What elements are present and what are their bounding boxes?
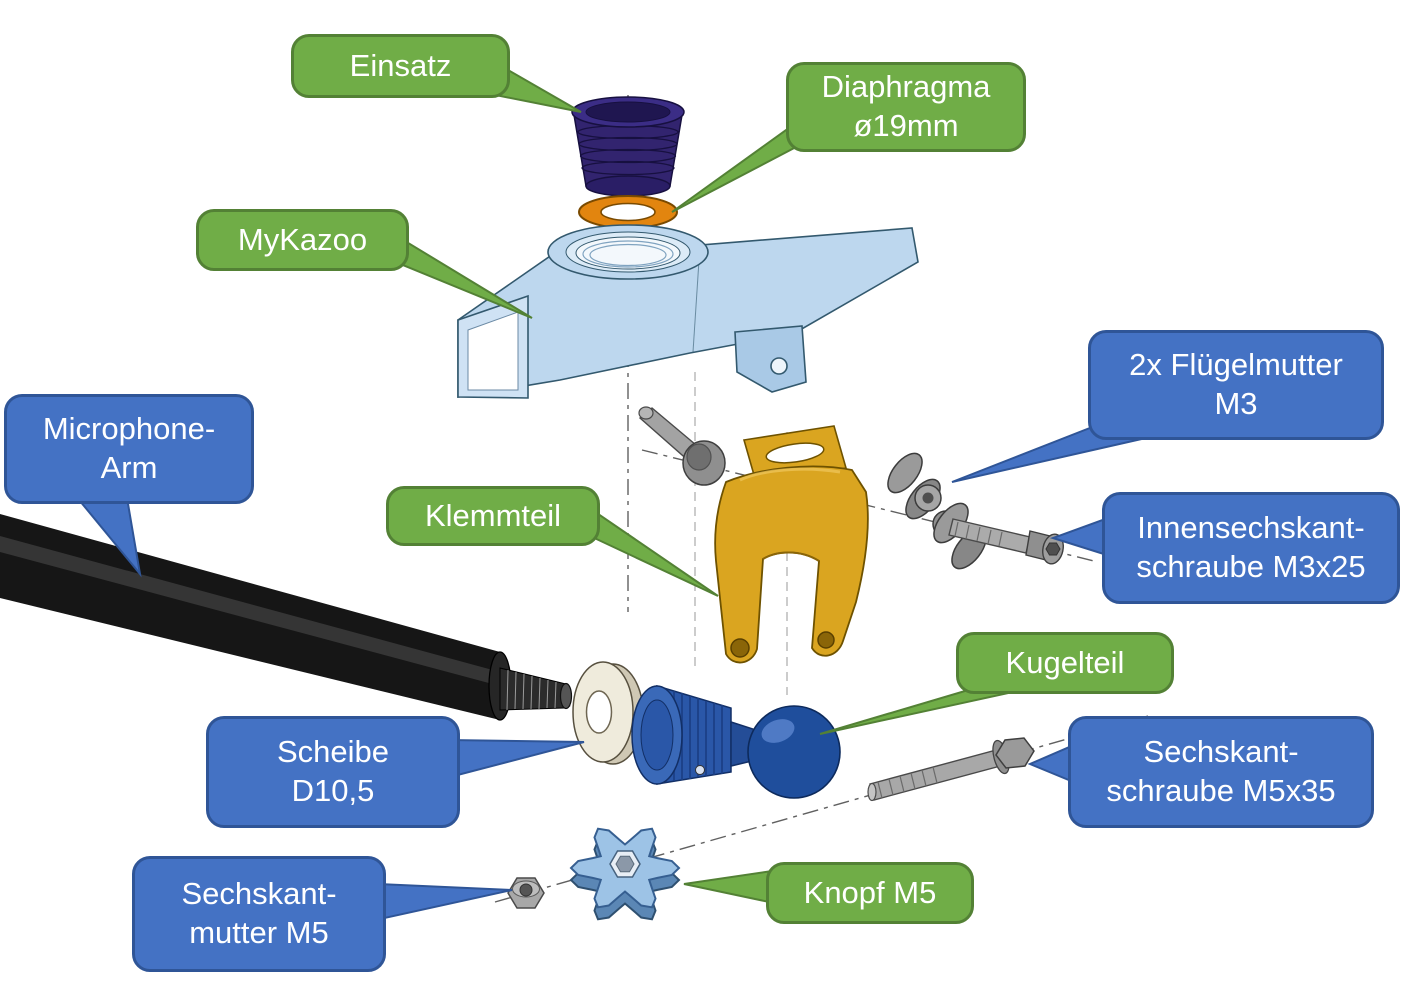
- mykazoo-body: [457, 224, 919, 399]
- leader-klemmteil: [583, 502, 719, 597]
- star-knob-m5: [569, 827, 681, 921]
- hex-screw-m5x35: [867, 737, 1035, 802]
- callout-scheibe: Scheibe D10,5: [206, 716, 460, 828]
- callout-diaphragma: Diaphragma ø19mm: [786, 62, 1026, 152]
- ball-part: [631, 684, 841, 799]
- socket-screw-m3x25: [948, 518, 1064, 565]
- callout-sechskantschraube: Sechskant- schraube M5x35: [1068, 716, 1374, 828]
- callout-microphone-arm: Microphone- Arm: [4, 394, 254, 504]
- leader-sechskantmutter: [376, 882, 513, 921]
- callout-knopf-m5: Knopf M5: [766, 862, 974, 924]
- callout-einsatz: Einsatz: [291, 34, 510, 98]
- callout-fluegelmutter-m3: 2x Flügelmutter M3: [1088, 330, 1384, 440]
- leader-diaphragma: [671, 117, 802, 213]
- callout-innensechskantschraube: Innensechskant- schraube M3x25: [1102, 492, 1400, 604]
- callout-klemmteil: Klemmteil: [386, 486, 600, 546]
- callout-kugelteil: Kugelteil: [956, 632, 1174, 694]
- microphone-arm: [0, 514, 573, 721]
- socket-screw-m3-upper: [638, 406, 726, 486]
- callout-leaders: [72, 68, 1150, 921]
- leader-kugelteil: [819, 686, 1023, 735]
- diaphragm-ring: [578, 195, 678, 229]
- callout-mykazoo: MyKazoo: [196, 209, 409, 271]
- einsatz-insert: [571, 96, 685, 197]
- leader-mykazoo: [393, 233, 533, 319]
- leader-scheibe: [446, 738, 585, 779]
- hex-nut-m5: [507, 877, 545, 909]
- leader-knopf: [683, 869, 776, 905]
- clamp-part: [714, 425, 869, 664]
- callout-sechskantmutter: Sechskant- mutter M5: [132, 856, 386, 972]
